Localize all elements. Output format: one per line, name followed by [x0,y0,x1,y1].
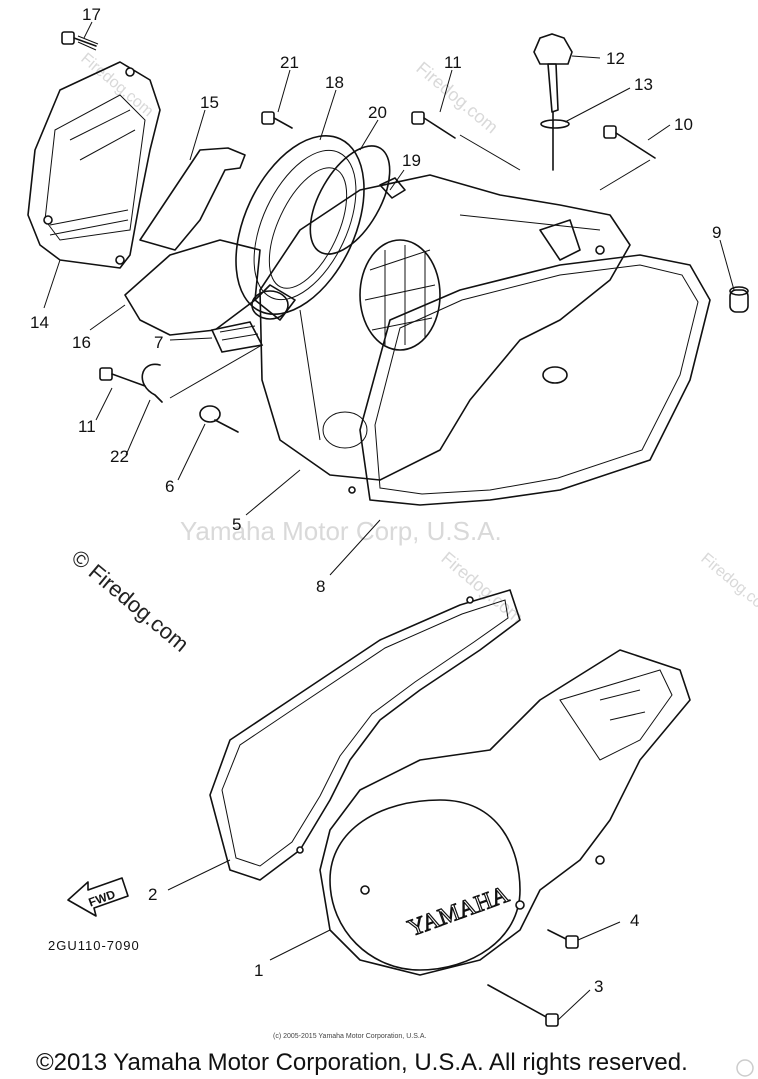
callout-labels: 17 21 18 15 20 19 11 12 13 10 9 14 16 7 … [30,5,721,996]
part-15-gasket [139,147,246,251]
watermark-firedog-right: Firedog.com [697,550,758,620]
callout-19: 19 [402,151,421,170]
callout-20: 20 [368,103,387,122]
part-11-bolt-left [99,367,146,387]
callout-11-top: 11 [444,53,462,72]
callout-1: 1 [254,961,263,980]
part-21-bolt [261,111,293,129]
callout-6: 6 [165,477,174,496]
callout-15: 15 [200,93,219,112]
part-13-o-ring [540,119,570,129]
callout-14: 14 [30,313,49,332]
part-12-oil-cap [533,33,573,171]
fwd-label: FWD [87,887,118,910]
part-6-bolt [199,405,239,433]
callout-13: 13 [634,75,653,94]
callout-8: 8 [316,577,325,596]
part-10-bolt [603,125,656,159]
callout-4: 4 [630,911,639,930]
part-8-gasket-inner [374,264,699,495]
footer-copyright: ©2013 Yamaha Motor Corporation, U.S.A. A… [36,1049,688,1076]
part-11-bolt-top [411,111,456,139]
callout-22: 22 [110,447,129,466]
part-3-bolt [487,984,559,1027]
cover-brand-text: YAMAHA [405,881,514,942]
callout-12: 12 [606,49,625,68]
watermark-firedog-left: Firedog.com [77,50,156,120]
callout-9: 9 [712,223,721,242]
part-4-bolt [547,929,579,949]
callout-21: 21 [280,53,299,72]
part-5-crankcase-cover [251,174,631,494]
part-8-gasket [359,254,711,506]
part-14-sprocket-cover [27,61,161,269]
callout-7: 7 [154,333,163,352]
part-2-gasket [209,589,521,881]
watermark-circle-icon [736,1059,754,1077]
callout-10: 10 [674,115,693,134]
watermark-center: Yamaha Motor Corp, U.S.A. [180,516,502,546]
watermark-firedog-dark: © Firedog.com [67,545,194,657]
part-code: 2GU110-7090 [48,938,140,953]
part-20-ring [309,145,391,255]
callout-11-left: 11 [78,417,96,436]
part-17-bolt [61,31,99,51]
part-9-plug [729,286,749,313]
footer-small-copyright: (c) 2005-2015 Yamaha Motor Corporation, … [273,1033,426,1040]
watermark-firedog-mid: Firedog.com [437,548,526,628]
callout-5: 5 [232,515,241,534]
leader-lines [43,21,735,1021]
fwd-arrow-icon: FWD [67,877,129,917]
callout-16: 16 [72,333,91,352]
part-19-seal [379,177,406,199]
part-18-ring [235,135,365,315]
callout-2: 2 [148,885,157,904]
callout-3: 3 [594,977,603,996]
callout-17: 17 [82,5,101,24]
part-22-clip [141,363,163,403]
callout-18: 18 [325,73,344,92]
